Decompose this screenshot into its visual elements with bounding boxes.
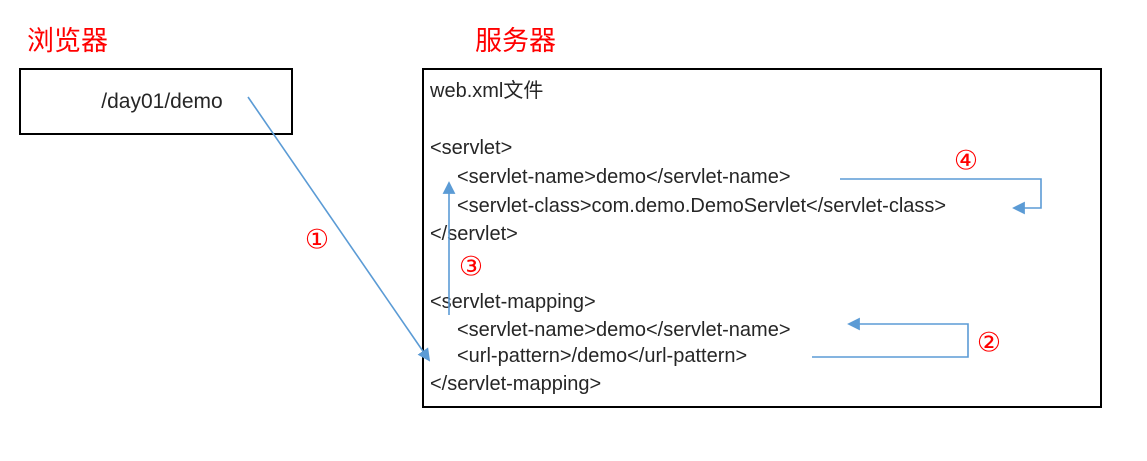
arrow-request-url-to-urlpattern: [247, 96, 431, 362]
code-line-mapping-servlet-name: <servlet-name>demo</servlet-name>: [457, 319, 791, 341]
code-line-servlet-name: <servlet-name>demo</servlet-name>: [457, 166, 791, 188]
step-marker-1: ①: [304, 224, 330, 255]
code-line-servlet-open: <servlet>: [430, 137, 513, 159]
code-line-mapping-close: </servlet-mapping>: [430, 373, 602, 395]
server-zone-label: 服务器: [475, 26, 556, 56]
code-line-servlet-close: </servlet>: [430, 223, 518, 245]
webxml-file-title: web.xml文件: [430, 80, 544, 102]
code-line-mapping-open: <servlet-mapping>: [430, 291, 596, 313]
step-marker-4: ④: [953, 145, 979, 176]
step-marker-3: ③: [458, 251, 484, 282]
code-line-servlet-class: <servlet-class>com.demo.DemoServlet</ser…: [457, 195, 947, 217]
server-webxml-box: [422, 68, 1102, 408]
browser-zone-label: 浏览器: [27, 26, 108, 56]
request-url-text: /day01/demo: [101, 89, 223, 113]
code-line-url-pattern: <url-pattern>/demo</url-pattern>: [457, 345, 748, 367]
browser-request-box: /day01/demo: [19, 68, 293, 135]
step-marker-2: ②: [976, 327, 1002, 358]
